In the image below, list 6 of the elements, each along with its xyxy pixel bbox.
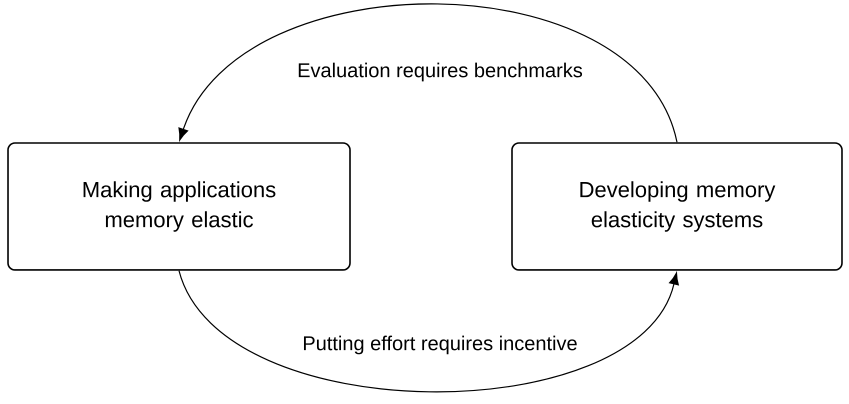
arrow	[178, 3, 678, 142]
edge-label: Putting effort requires incentive	[304, 336, 577, 354]
arrow	[178, 270, 679, 392]
process-box: Developing memory elasticity systems	[511, 142, 843, 271]
process-box: Making applications memory elastic	[7, 142, 351, 271]
edge-label: Evaluation requires benchmarks	[298, 62, 582, 82]
